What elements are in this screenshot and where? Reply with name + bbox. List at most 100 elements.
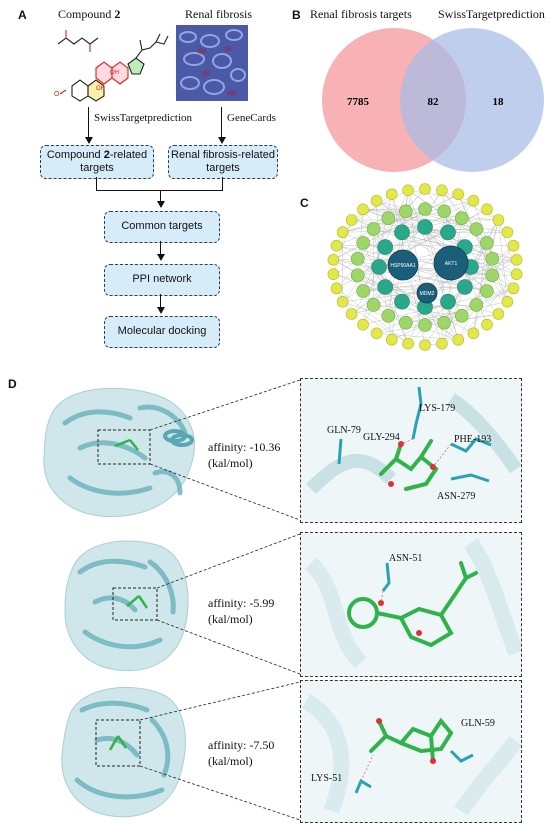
ppi-node [454, 308, 469, 323]
ppi-node [457, 279, 473, 295]
panel-letter-b: B [292, 8, 301, 22]
ppi-node [377, 239, 393, 255]
compound-structure-image: OH OH O [54, 30, 169, 102]
ppi-node [345, 308, 358, 320]
ppi-node [370, 194, 383, 207]
residue-label: LYS-179 [419, 403, 456, 414]
ppi-node [436, 184, 448, 197]
venn-right-title: SwissTargetprediction [438, 7, 545, 21]
ppi-node [385, 333, 398, 346]
arrow-head-docking [157, 307, 165, 314]
ppi-hub-label: AKT1 [445, 261, 458, 267]
ppi-node [510, 268, 523, 280]
arrow-to-docking [160, 294, 161, 308]
ppi-node [370, 327, 383, 340]
binding-site-graphic-3 [301, 694, 521, 816]
ppi-node [356, 284, 370, 298]
ppi-node [394, 293, 410, 310]
swisstargetprediction-label: SwissTargetprediction [94, 112, 193, 124]
affinity-unit-2: (kal/mol) [208, 611, 253, 626]
ppi-network-box: PPI network [104, 264, 220, 296]
ppi-hub-node [433, 245, 469, 281]
residue-label: ASN-51 [389, 553, 423, 564]
ppi-node [501, 295, 514, 308]
ppi-node [418, 202, 432, 216]
ppi-node [436, 337, 448, 350]
compound-label: Compound 2 [58, 7, 120, 22]
ppi-node [492, 308, 505, 320]
venn-left-only-count: 7785 [347, 96, 370, 108]
ppi-node [419, 183, 431, 195]
ppi-node [356, 236, 370, 250]
compound-related-targets-box: Compound 2-related targets [40, 145, 154, 179]
venn-diagram: 7785 82 18 [322, 28, 544, 172]
affinity-unit-1: (kal/mol) [208, 455, 253, 470]
affinity-value-1: affinity: -10.36 [208, 440, 281, 454]
ppi-node [437, 315, 451, 330]
ppi-node [454, 211, 469, 226]
ppi-node [480, 284, 494, 298]
merge-line-right [222, 177, 224, 190]
residue-label: GLY-294 [363, 432, 400, 443]
protein-structure-2 [64, 540, 189, 672]
ppi-hub-label: MDM2 [420, 291, 435, 297]
box-compound-suffix: -related targets [80, 148, 148, 174]
affinity-row-3: affinity: -7.50 (kal/mol) [208, 738, 274, 769]
ppi-node [381, 308, 396, 323]
residue-label: ASN-279 [437, 491, 476, 502]
svg-text:OH: OH [96, 86, 105, 92]
ppi-node [381, 211, 396, 226]
ppi-node [357, 203, 369, 216]
affinity-value-3: affinity: -7.50 [208, 738, 275, 752]
ppi-node [350, 268, 365, 283]
merge-line-left [96, 177, 98, 190]
svg-text:O: O [54, 91, 60, 98]
ppi-node [437, 204, 451, 219]
residue-label: GLN-79 [327, 425, 361, 436]
ppi-node [485, 251, 500, 266]
venn-right-circle [400, 28, 544, 172]
residue-label: LYS-51 [311, 773, 343, 784]
ppi-node [440, 293, 456, 310]
affinity-value-2: affinity: -5.99 [208, 596, 275, 610]
compound-related-targets-text: Compound 2-related targets [41, 149, 153, 175]
genecards-label: GeneCards [227, 112, 276, 124]
arrow-head-ppi [157, 254, 165, 261]
common-targets-box: Common targets [104, 211, 220, 243]
ppi-node [510, 254, 523, 266]
merge-line-horizontal [96, 190, 223, 192]
ppi-node [507, 282, 520, 295]
ppi-node [469, 298, 484, 312]
ppi-node [399, 315, 413, 330]
binding-site-zoom-1: LYS-179 GLN-79 GLY-294 PHE-193 ASN-279 [300, 378, 522, 523]
ppi-node [419, 339, 431, 351]
renal-fibrosis-label: Renal fibrosis [185, 7, 252, 21]
ppi-node [366, 298, 381, 312]
ppi-node [501, 226, 514, 239]
ppi-node [440, 224, 456, 241]
ppi-node [330, 239, 343, 252]
ppi-node [467, 327, 480, 340]
ppi-node [345, 214, 358, 226]
protein-structure-1 [43, 387, 195, 518]
protein-structure-3 [61, 686, 186, 818]
arrow-to-ppi [160, 241, 161, 255]
ppi-node [357, 318, 369, 331]
venn-overlap-count: 82 [428, 96, 440, 108]
ppi-node [480, 236, 494, 250]
renal-fibrosis-targets-box: Renal fibrosis-related targets [168, 145, 278, 179]
ppi-node [452, 333, 465, 346]
svg-text:OH: OH [110, 70, 119, 76]
arrow-fibrosis-down [221, 107, 222, 139]
ppi-node [366, 222, 381, 236]
binding-site-graphic-1 [306, 386, 521, 494]
ppi-node [377, 279, 393, 295]
ppi-hub-node [416, 282, 438, 304]
ppi-node [336, 295, 349, 308]
ppi-node [327, 268, 340, 280]
box-compound-prefix: Compound [46, 148, 104, 161]
ppi-node [492, 214, 505, 226]
ppi-node [336, 226, 349, 239]
ppi-node [485, 268, 500, 283]
